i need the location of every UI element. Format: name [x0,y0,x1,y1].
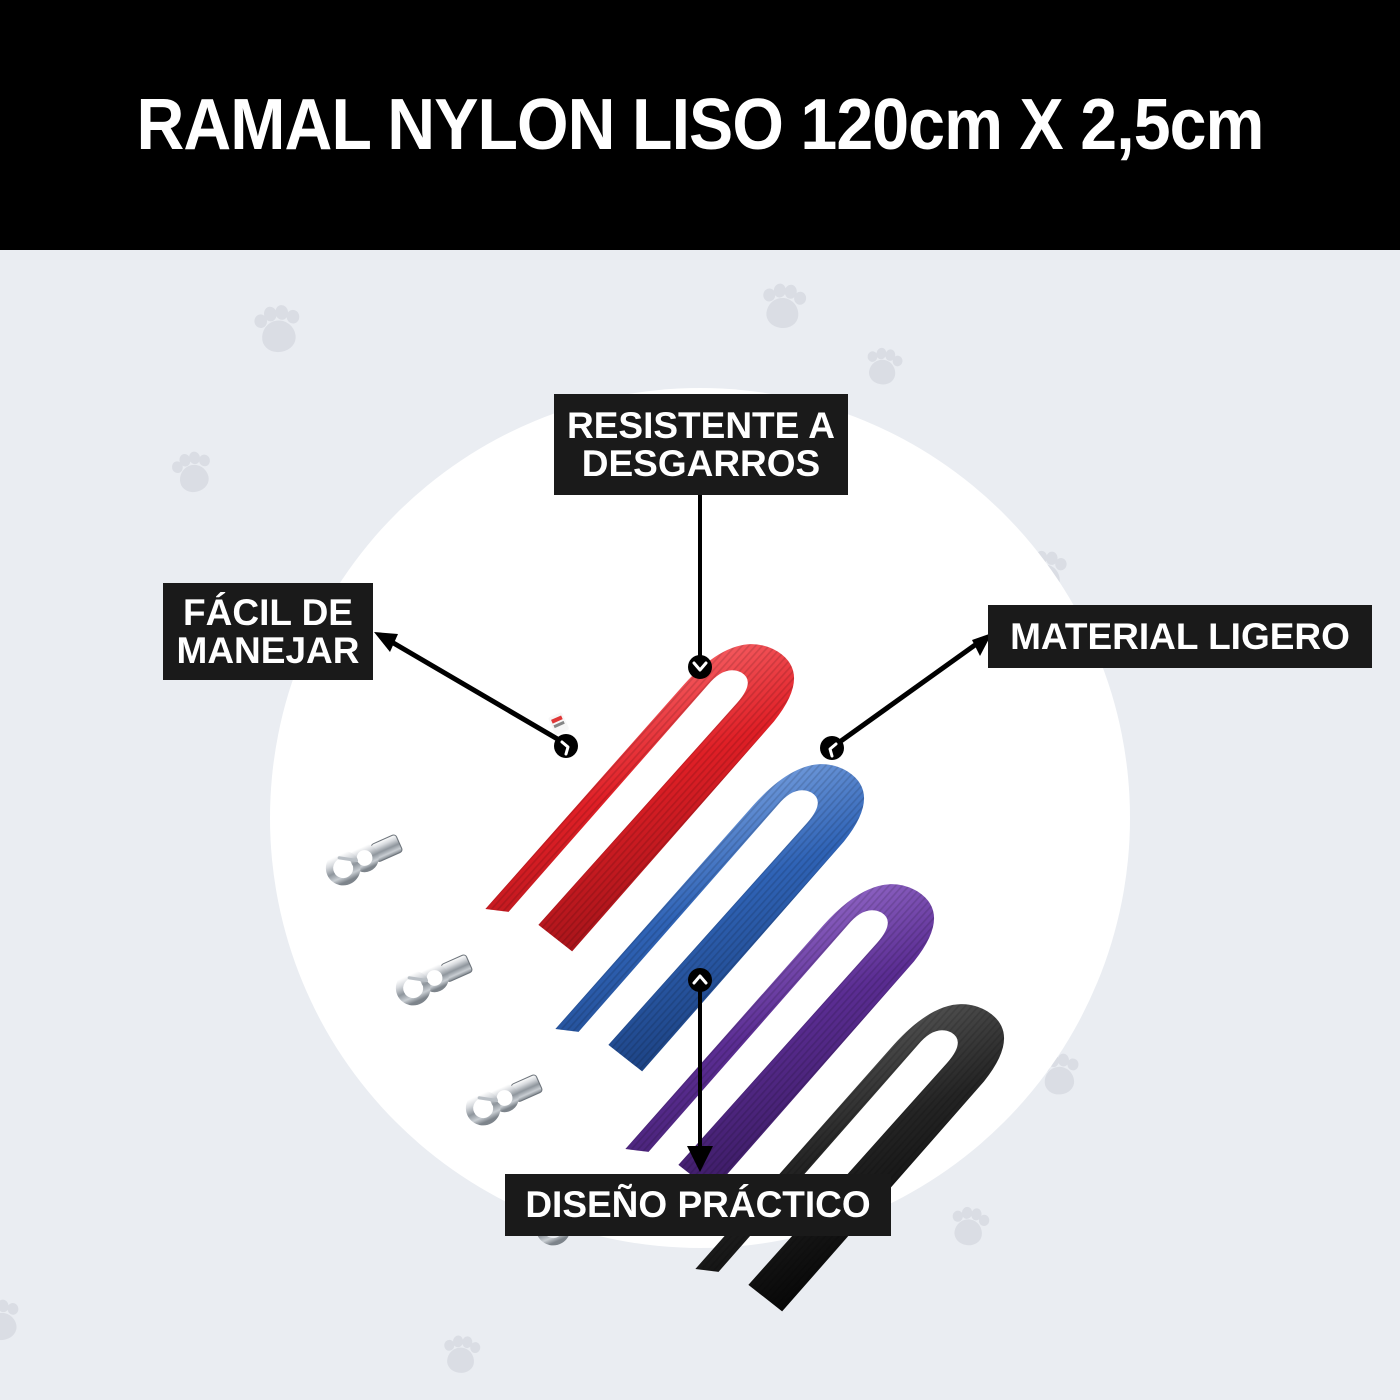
callout-label-material[interactable]: MATERIAL LIGERO [988,605,1372,668]
paw-print-icon [861,344,906,393]
product-spotlight-circle [270,388,1130,1248]
callout-label-facil[interactable]: FÁCIL DE MANEJAR [163,583,373,680]
paw-print-icon [946,1203,992,1253]
paw-print-icon [757,280,808,337]
page-title: RAMAL NYLON LISO 120cm X 2,5cm [136,84,1264,165]
callout-label-diseno[interactable]: DISEÑO PRÁCTICO [505,1174,891,1236]
paw-print-icon [167,446,218,501]
paw-print-icon [0,1295,26,1349]
paw-print-icon [440,1333,482,1380]
header-banner: RAMAL NYLON LISO 120cm X 2,5cm [0,0,1400,250]
callout-label-resistente[interactable]: RESISTENTE A DESGARROS [554,394,848,495]
paw-print-icon [250,301,305,362]
